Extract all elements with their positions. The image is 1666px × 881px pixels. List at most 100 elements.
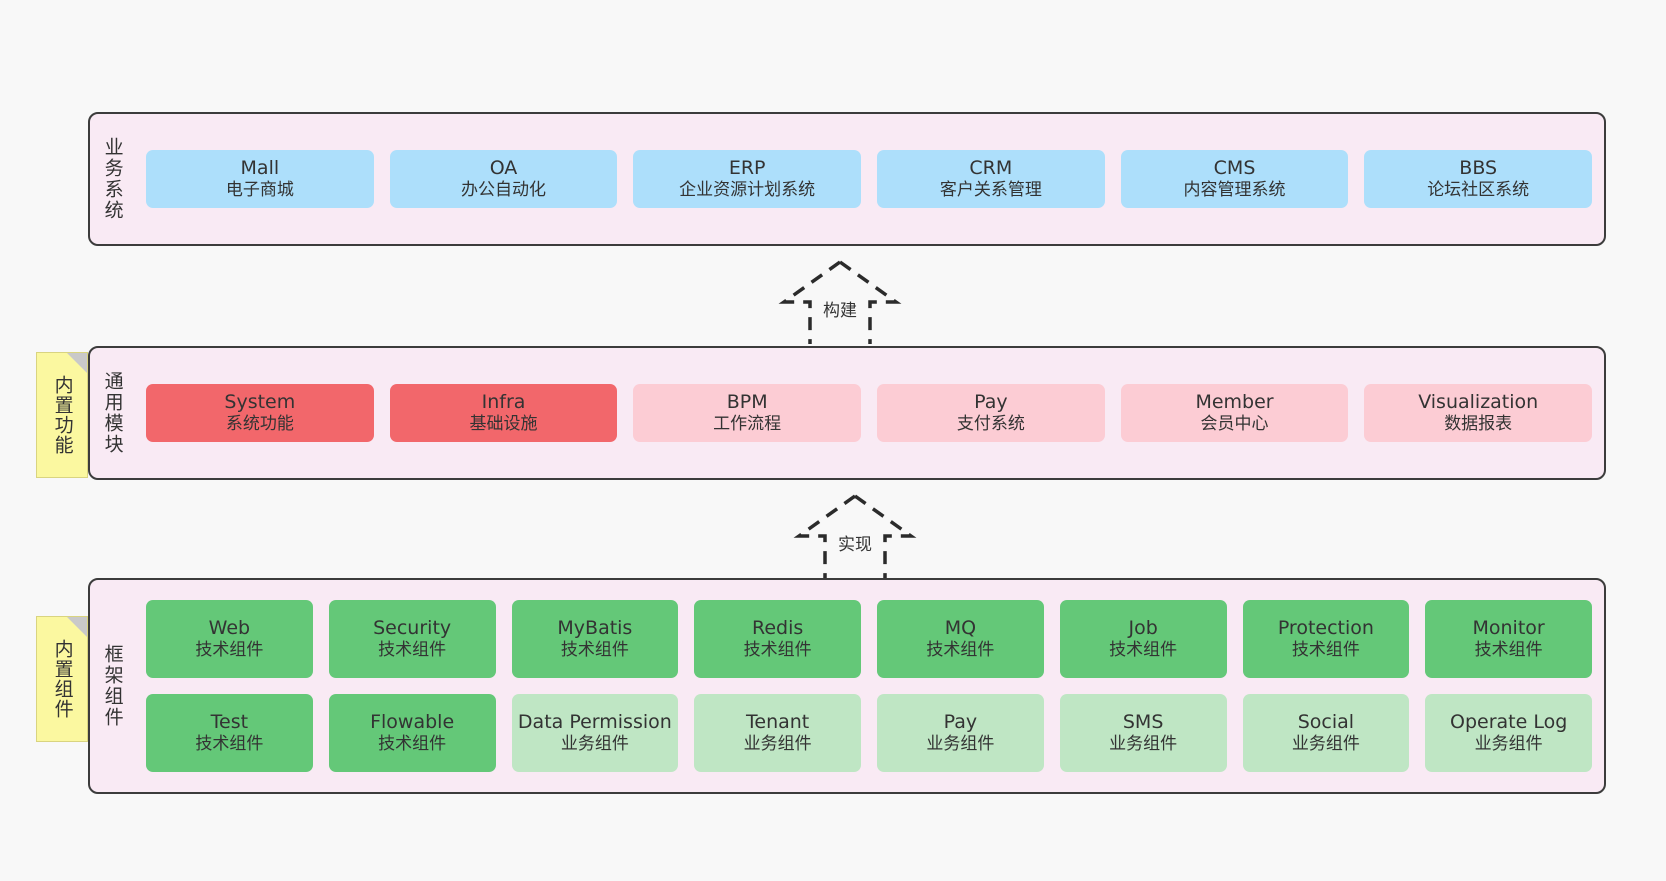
module-desc: 技术组件: [195, 640, 264, 661]
module-name: Pay: [943, 710, 978, 733]
note-builtin-component-label: 内置组件: [51, 639, 74, 719]
module-name: SMS: [1122, 710, 1164, 733]
module-desc: 支付系统: [956, 414, 1025, 435]
module-name: MyBatis: [557, 616, 633, 639]
module-desc: 技术组件: [926, 640, 995, 661]
layer-framework-label: 框架组件: [101, 644, 124, 728]
module-name: Monitor: [1472, 616, 1545, 639]
note-builtin-function-label: 内置功能: [51, 375, 74, 455]
module-desc: 办公自动化: [461, 180, 546, 201]
module-desc: 工作流程: [713, 414, 782, 435]
module-desc: 技术组件: [1109, 640, 1178, 661]
connector-build-label: 构建: [820, 296, 860, 321]
module-name: Test: [210, 710, 249, 733]
layer-business-label: 业务系统: [101, 137, 124, 221]
module-desc: 技术组件: [560, 640, 629, 661]
note-fold-corner: [67, 617, 87, 637]
module-desc: 论坛社区系统: [1427, 180, 1530, 201]
module-name: Member: [1195, 390, 1274, 413]
module-name: Social: [1297, 710, 1355, 733]
module-desc: 业务组件: [560, 734, 629, 755]
module-name: OA: [489, 156, 518, 179]
module-name: BPM: [726, 390, 768, 413]
module-name: BBS: [1459, 156, 1498, 179]
module-desc: 系统功能: [225, 414, 294, 435]
module-name: CRM: [969, 156, 1013, 179]
module-name: Web: [208, 616, 251, 639]
module-desc: 企业资源计划系统: [679, 180, 816, 201]
module-name: Infra: [481, 390, 526, 413]
module-desc: 业务组件: [743, 734, 812, 755]
module-desc: 技术组件: [1291, 640, 1360, 661]
layer-common-label: 通用模块: [101, 371, 124, 455]
module-desc: 技术组件: [195, 734, 264, 755]
module-desc: 技术组件: [743, 640, 812, 661]
module-desc: 业务组件: [1474, 734, 1543, 755]
module-desc: 技术组件: [378, 640, 447, 661]
module-name: CMS: [1213, 156, 1256, 179]
module-desc: 业务组件: [926, 734, 995, 755]
module-name: System: [224, 390, 296, 413]
module-desc: 业务组件: [1291, 734, 1360, 755]
module-name: Visualization: [1418, 390, 1539, 413]
module-name: Mall: [240, 156, 280, 179]
module-desc: 基础设施: [469, 414, 538, 435]
module-name: ERP: [728, 156, 766, 179]
module-desc: 会员中心: [1200, 414, 1269, 435]
module-name: Data Permission: [517, 710, 672, 733]
module-desc: 业务组件: [1109, 734, 1178, 755]
module-name: Operate Log: [1449, 710, 1568, 733]
module-name: Protection: [1277, 616, 1374, 639]
module-desc: 技术组件: [378, 734, 447, 755]
connector-implement: 实现: [775, 492, 935, 578]
module-desc: 数据报表: [1444, 414, 1513, 435]
connector-build: 构建: [760, 258, 920, 344]
module-name: Tenant: [746, 710, 810, 733]
module-name: Security: [373, 616, 452, 639]
module-name: Redis: [751, 616, 804, 639]
module-desc: 电子商城: [225, 180, 294, 201]
module-name: Job: [1128, 616, 1158, 639]
module-desc: 技术组件: [1474, 640, 1543, 661]
note-builtin-function: 内置功能: [36, 352, 88, 478]
